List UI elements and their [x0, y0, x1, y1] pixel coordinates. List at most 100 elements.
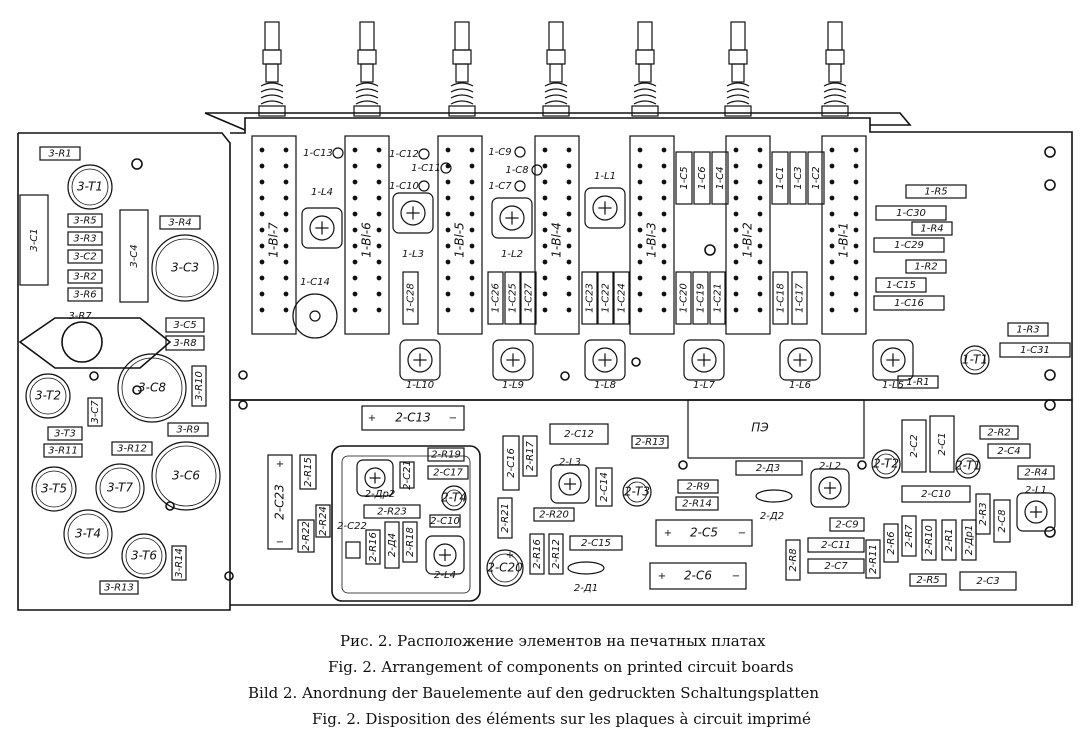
part-1-c22-body — [597, 271, 614, 325]
part-1-c1-body — [771, 151, 789, 205]
part-2-д4-label: 2-Д4 — [387, 533, 398, 557]
part-2-r7-body — [901, 515, 917, 557]
part-1-c26-label: 1-C26 — [491, 283, 502, 313]
cap-1-c14-label: 1-C14 — [300, 277, 330, 288]
part-2-r15-label: 2-R15 — [303, 457, 314, 487]
cap-2-c5-minus: − — [738, 528, 746, 539]
part-2-c16-label: 2-C16 — [506, 448, 517, 478]
transistor-3-t6-label: 3-T6 — [131, 549, 157, 563]
part-2-r22-body — [297, 519, 315, 553]
part-2-c2-body — [901, 419, 927, 473]
switch-1-bl-1-strip — [821, 135, 867, 335]
switch-1-bl-3-label: 1-Bl-3 — [645, 222, 659, 258]
caption-fr: Fig. 2. Disposition des éléments sur les… — [312, 710, 811, 728]
part-2-c17-body — [427, 465, 469, 480]
part-3-t3-label: 3-T3 — [54, 429, 76, 440]
coil-1-l1-label: 1-L1 — [594, 171, 616, 182]
part-2-c21-label: 2-C21 — [402, 460, 413, 490]
part-1-r4-body — [911, 221, 953, 236]
part-2-r16-body — [365, 529, 381, 565]
part-2-c14-label: 2-C14 — [599, 472, 610, 502]
coil-1-l2-frame — [491, 197, 533, 239]
cap-2-c23-body — [267, 454, 293, 550]
part-1-c30-body — [875, 205, 947, 221]
part-3-c4-label: 3-C4 — [129, 244, 140, 267]
part-2-r20-body — [533, 507, 575, 522]
part-2-r14-label: 2-R14 — [682, 499, 712, 510]
transistor-3-t1-icon — [67, 164, 113, 210]
coil-1-l8-label: 1-L8 — [594, 380, 616, 391]
caption-ru: Рис. 2. Расположение элементов на печатн… — [340, 632, 766, 650]
cap-1-c9-label: 1-C9 — [488, 147, 511, 158]
transistor-3-t7-icon — [95, 463, 145, 513]
part-3-c2-label: 3-C2 — [73, 252, 96, 263]
part-2-c9-label: 2-C9 — [835, 520, 858, 531]
part-2-r12-label: 2-R12 — [551, 539, 562, 569]
part-2-r10-body — [921, 519, 937, 561]
part-2-r17-body — [522, 435, 538, 477]
coil-2-l4-frame — [425, 535, 465, 575]
part-2-c9-body — [829, 517, 865, 532]
transistor-3-c8-label: 3-C8 — [138, 381, 166, 395]
board-3-outline — [17, 132, 231, 611]
part-2-c10-body — [429, 514, 461, 528]
cap-1-c11-icon — [440, 162, 452, 174]
coil--frame — [356, 459, 394, 497]
part-2-c4-label: 2-C4 — [997, 446, 1020, 457]
board-3-shield — [18, 317, 172, 369]
part-2-r11-label: 2-R11 — [868, 544, 879, 574]
part-1-r5-label: 1-R5 — [924, 187, 947, 198]
cap-1-c12-label: 1-C12 — [389, 149, 419, 160]
cap-1-c12-icon — [418, 148, 430, 160]
part-1-c5-body — [675, 151, 693, 205]
part-3-c7-body — [87, 397, 103, 427]
coil-1-l9-label: 1-L9 — [502, 380, 524, 391]
part-1-c24-label: 1-C24 — [617, 283, 628, 313]
part-2-c8-body — [993, 499, 1011, 543]
part-2-r4-label: 2-R4 — [1024, 468, 1047, 479]
part-2-д4-body — [384, 521, 400, 569]
switch-1-bl-6-strip — [344, 135, 390, 335]
part-2-c4-body — [987, 443, 1031, 459]
transistor-3-t7-label: 3-T7 — [107, 481, 133, 495]
part-2-c7-label: 2-C7 — [824, 561, 848, 572]
part-1-c31-body — [999, 342, 1071, 358]
cap-1-c10-icon — [418, 180, 430, 192]
part-1-c16-label: 1-C16 — [894, 298, 924, 309]
coil-2-l3-frame — [550, 464, 590, 504]
coil-2-l3-label: 2-L3 — [559, 457, 581, 468]
cap-2-c13-minus: − — [449, 413, 457, 424]
diode-2-d2-icon — [755, 489, 793, 503]
transistor-1-t1-label: 1-T1 — [962, 353, 988, 367]
part-3-r8-body — [165, 335, 205, 351]
coil-1-l7-frame — [683, 339, 725, 381]
part-2-r21-body — [497, 497, 513, 539]
part-1-r2-body — [905, 259, 947, 274]
part-2-r12-body — [548, 533, 564, 575]
diode-2-d3-body — [735, 460, 803, 476]
part-1-c19-body — [692, 271, 709, 325]
cap-2-c23-label: 2-C23 — [273, 484, 287, 520]
switch-1-bl-5-label: 1-Bl-5 — [453, 222, 467, 258]
part-1-c3-label: 1-C3 — [793, 166, 804, 189]
part-2-c11-label: 2-C11 — [821, 540, 851, 551]
part-3-r11-body — [43, 443, 83, 458]
coil-1-l1-frame — [584, 187, 626, 229]
part-2-c16-body — [502, 435, 520, 491]
part-1-c27-body — [520, 271, 537, 325]
part-1-c18-label: 1-C18 — [776, 283, 787, 313]
part-3-r8-label: 3-R8 — [173, 338, 196, 349]
pe-block — [687, 399, 865, 459]
coil-1-l10-icon — [407, 347, 433, 373]
cap-1-c7-label: 1-C7 — [488, 181, 512, 192]
coil-1-l2-icon — [499, 205, 525, 231]
part-1-c20-label: 1-C20 — [679, 283, 690, 313]
coil-1-l5-label: 1-L5 — [882, 380, 904, 391]
part-1-c17-body — [791, 271, 808, 325]
transistor-3-t2-label: 3-T2 — [35, 389, 61, 403]
part-2-r10-label: 2-R10 — [924, 525, 935, 555]
transistor-2-t3-icon — [622, 477, 652, 507]
transistor-1-t1-icon — [960, 345, 990, 375]
switch-1-bl-2-strip — [725, 135, 771, 335]
part-2-r18-body — [402, 521, 418, 563]
